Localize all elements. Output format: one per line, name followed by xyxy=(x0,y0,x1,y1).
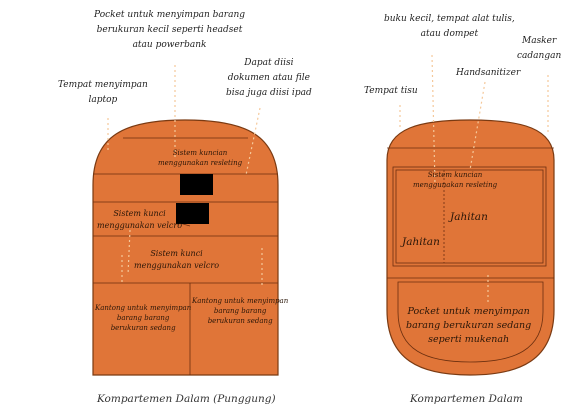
label-velcro-lock-2: Sistem kunci menggunakan velcro xyxy=(134,249,220,270)
label-pocket-left: Kantong untuk menyimpan barang barang be… xyxy=(95,304,192,332)
label-stitch-2: Jahitan xyxy=(402,236,440,248)
label-zipper-lock-left: Sistem kuncian menggunakan resleting xyxy=(158,149,243,167)
label-pocket-medium: Pocket untuk menyimpan barang berukuran … xyxy=(406,306,532,345)
label-laptop: Tempat menyimpan laptop xyxy=(58,80,148,105)
right-bag-seams xyxy=(387,147,554,363)
left-bag xyxy=(92,119,279,376)
caption-right: Kompartemen Dalam xyxy=(410,393,523,405)
velcro-buckle-top-icon xyxy=(180,174,213,195)
velcro-buckle-bottom-icon xyxy=(176,203,209,224)
label-pocket-small: Pocket untuk menyimpan barang berukuran … xyxy=(94,10,246,50)
leader-lines xyxy=(107,54,549,305)
right-bag xyxy=(386,119,555,376)
label-pocket-right: Kantong untuk menyimpan barang barang be… xyxy=(192,297,289,325)
caption-left: Kompartemen Dalam (Punggung) xyxy=(97,393,276,405)
label-stitch-1: Jahitan xyxy=(450,211,488,223)
label-zipper-lock-right: Sistem kuncian menggunakan resleting xyxy=(413,171,498,189)
label-velcro-lock-1: Sistem kunci menggunakan velcro xyxy=(97,209,183,230)
label-stationery: buku kecil, tempat alat tulis, atau domp… xyxy=(384,14,515,39)
left-bag-body xyxy=(92,119,279,376)
label-mask: Masker cadangan xyxy=(517,36,562,61)
label-documents: Dapat diisi dokumen atau file bisa juga … xyxy=(226,58,312,98)
label-sanitizer: Handsanitizer xyxy=(456,68,521,78)
label-tissue: Tempat tisu xyxy=(364,86,418,96)
right-bag-body xyxy=(386,119,555,376)
